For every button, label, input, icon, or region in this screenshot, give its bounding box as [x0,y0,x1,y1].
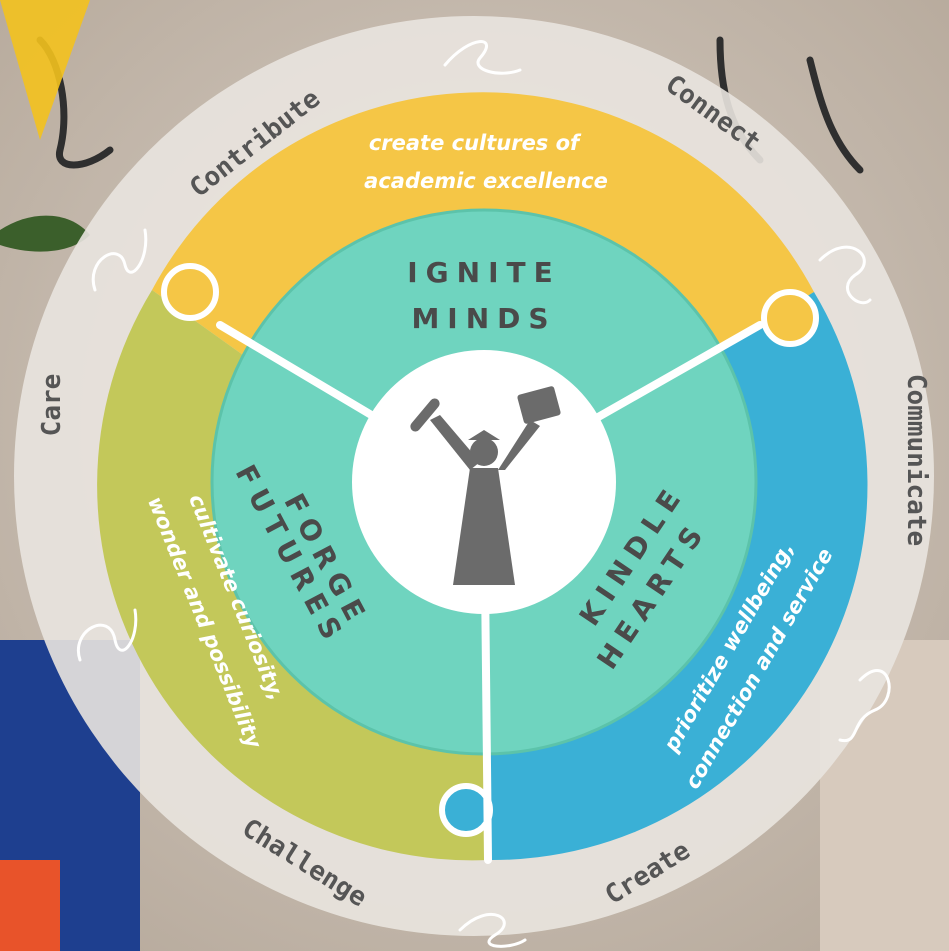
knob-yellow-right [761,289,819,347]
segment-ignite [152,92,814,361]
label-communicate: Communicate [901,374,931,546]
loop-arrow-icon [443,40,522,75]
ignite-caption-2: academic excellence [364,169,608,193]
ignite-line2: MINDS [411,302,556,335]
loop-arrow-icon [91,228,148,292]
orange-object [0,860,60,951]
knob-yellow [161,263,219,321]
ignite-caption-1: create cultures of [369,131,582,155]
graduate-icon [410,386,561,585]
handwriting-i [806,56,864,174]
loop-arrows [76,40,891,948]
label-care: Care [37,374,67,437]
knob-blue [439,783,493,837]
yellow-letter [0,0,90,140]
loop-arrow-icon [458,912,527,948]
loop-arrow-icon [76,608,138,662]
loop-arrow-icon [818,245,872,305]
loop-arrow-icon [838,669,891,743]
ignite-line1: IGNITE [407,256,560,289]
green-shape [0,215,90,252]
